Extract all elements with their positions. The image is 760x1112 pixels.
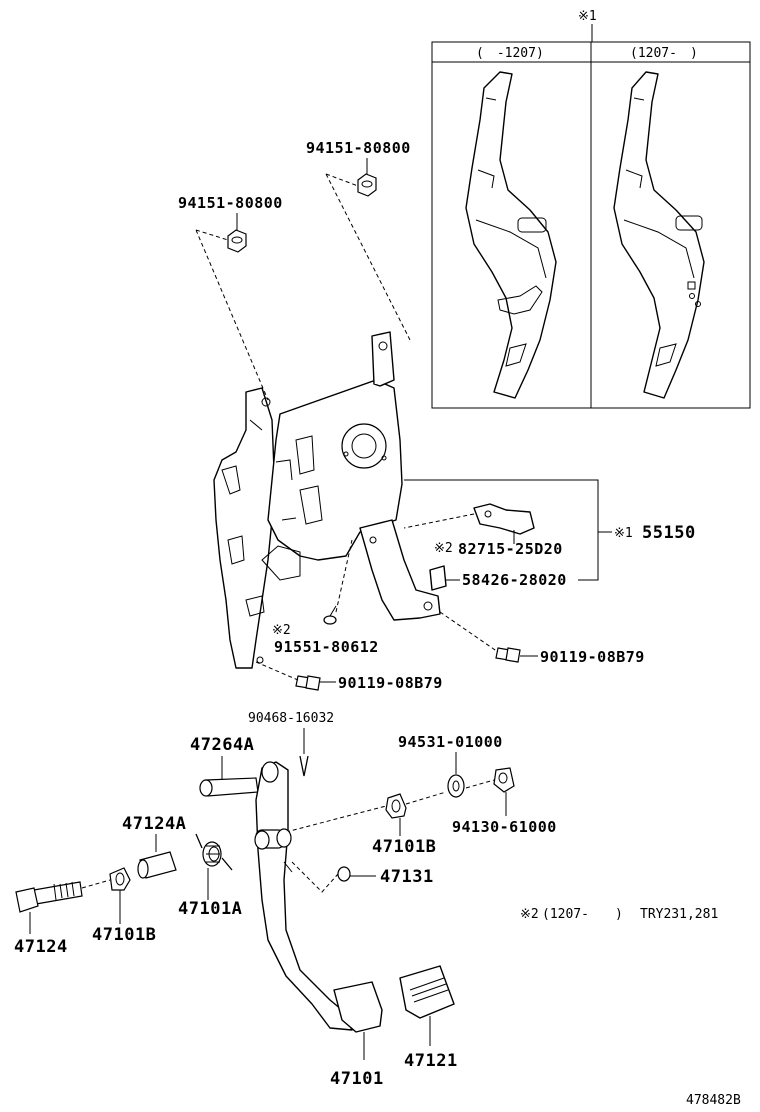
inset-col-right: (1207- ) <box>630 46 698 61</box>
pin-47264A <box>199 777 259 797</box>
pad-58426 <box>429 565 447 591</box>
footnote-mark: ※2 <box>520 907 539 922</box>
collar-47124A <box>137 851 177 879</box>
label-47124A: 47124A <box>122 814 186 834</box>
label-47101: 47101 <box>330 1069 384 1089</box>
footnote-models: TRY231,281 <box>640 907 718 922</box>
label-47264A: 47264A <box>190 735 254 755</box>
pedal-bracket-assembly <box>213 331 441 669</box>
footnote-range: (1207- ) <box>542 907 623 922</box>
label-55150: 55150 <box>642 523 696 543</box>
label-47131: 47131 <box>380 867 434 887</box>
label-90468-16032: 90468-16032 <box>248 711 334 726</box>
label-47101B-right: 47101B <box>372 837 436 857</box>
note1-mark: ※1 <box>578 9 597 24</box>
label-55150-mark: ※1 <box>614 526 633 541</box>
label-90119-08B79-lower: 90119-08B79 <box>338 674 443 692</box>
label-91551-80612: 91551-80612 <box>274 638 379 656</box>
label-94130-61000: 94130-61000 <box>452 818 557 836</box>
bolt-90119-right <box>495 647 521 663</box>
bolt-47124 <box>15 881 83 913</box>
clip-90468 <box>299 755 309 777</box>
inset-bracket-new <box>613 71 705 399</box>
bushing-47101B-right <box>385 793 407 819</box>
inset-bracket-old <box>465 71 557 399</box>
spring-47101A <box>195 833 233 871</box>
inset-col-left: ( -1207) <box>476 46 544 61</box>
bolt-90119-lower <box>295 675 321 691</box>
label-47101A: 47101A <box>178 899 242 919</box>
label-94151-80800-upper: 94151-80800 <box>306 139 411 157</box>
label-94531-01000: 94531-01000 <box>398 733 503 751</box>
label-94151-80800-lower: 94151-80800 <box>178 194 283 212</box>
figure-id: 478482B <box>686 1093 741 1108</box>
bolt-91551 <box>323 605 337 625</box>
inset-panel: ( -1207) (1207- ) <box>431 41 751 409</box>
washer-94531 <box>447 774 465 798</box>
bushing-94130 <box>493 767 515 793</box>
label-47121: 47121 <box>404 1051 458 1071</box>
label-90119-08B79-right: 90119-08B79 <box>540 648 645 666</box>
nut-94151-lower <box>227 229 247 253</box>
pedal-pad-47121 <box>399 965 455 1019</box>
label-91551-mark: ※2 <box>272 623 291 638</box>
stopper-47131 <box>337 866 351 882</box>
clip-82715 <box>473 503 535 535</box>
nut-94151-upper <box>357 173 377 197</box>
label-82715-mark: ※2 <box>434 541 453 556</box>
clutch-pedal-47101 <box>254 761 383 1033</box>
label-47124: 47124 <box>14 937 68 957</box>
label-58426-28020: 58426-28020 <box>462 571 567 589</box>
label-47101B-left: 47101B <box>92 925 156 945</box>
bushing-47101B-left <box>109 867 131 891</box>
label-82715-25D20: 82715-25D20 <box>458 540 563 558</box>
